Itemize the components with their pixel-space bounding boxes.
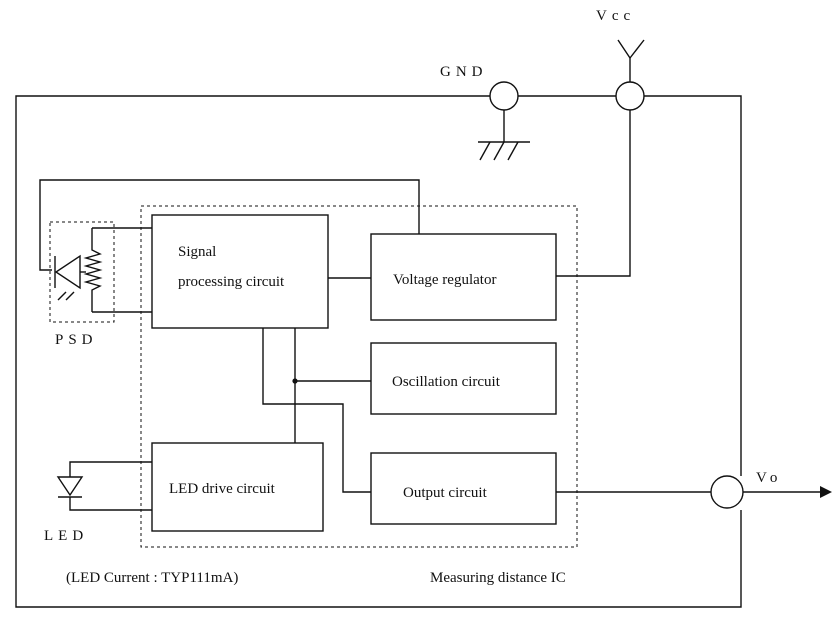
gnd-terminal — [478, 81, 530, 161]
signal-processing-block — [151, 214, 329, 329]
vcc-terminal — [556, 39, 645, 277]
output-circuit-block — [370, 452, 557, 525]
psd-label: PSD — [55, 332, 98, 348]
output-circuit-label: Output circuit — [403, 485, 488, 501]
ic-label: Measuring distance IC — [430, 570, 566, 586]
led-drive-circuit-block — [151, 442, 324, 532]
vo-terminal — [710, 475, 832, 509]
gnd-label: GND — [440, 64, 488, 80]
psd-resistor-icon — [80, 228, 103, 312]
voltage-regulator-block — [370, 233, 557, 321]
psd-feedback-wire — [39, 179, 420, 271]
vo-label: Vo — [756, 470, 782, 486]
ic-boundary — [140, 205, 578, 548]
led-label: LED — [44, 528, 88, 544]
led-current-note: (LED Current : TYP111mA) — [66, 570, 238, 586]
led-diode-icon — [56, 461, 152, 511]
internal-wiring — [262, 328, 371, 493]
voltage-regulator-label: Voltage regulator — [393, 272, 496, 288]
signal-processing-line2: processing circuit — [178, 274, 285, 290]
psd-box — [49, 221, 115, 323]
led-drive-circuit-label: LED drive circuit — [169, 481, 276, 497]
vcc-label: Vcc — [596, 8, 635, 24]
outer-wiring — [15, 95, 742, 608]
oscillation-circuit-label: Oscillation circuit — [392, 374, 501, 390]
psd-photodiode-icon — [54, 254, 81, 301]
oscillation-circuit-block — [370, 342, 557, 415]
signal-processing-line1: Signal — [178, 244, 216, 260]
